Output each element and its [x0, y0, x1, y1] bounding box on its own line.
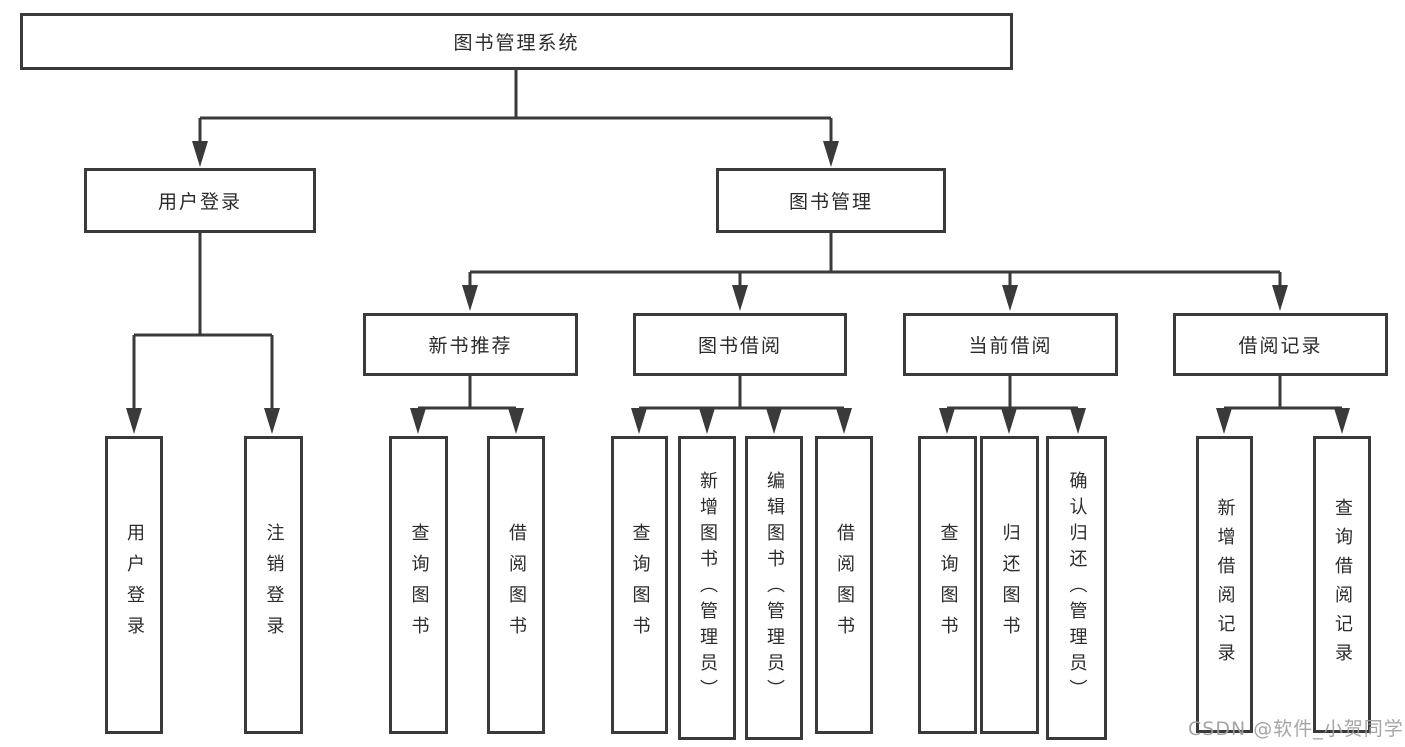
connector-new-book-recommend-to-leaves [410, 376, 524, 434]
connector-current-borrow-to-leaves [939, 376, 1086, 434]
leaf-query-books-recommend: 查询图书 [389, 436, 448, 734]
leaf-confirm-return-admin-label: 确认归还（管理员） [1066, 471, 1088, 705]
leaf-add-book-admin-label: 新增图书（管理员） [697, 471, 718, 705]
connector-book-management-to-level3 [462, 233, 1288, 311]
leaf-edit-book-admin: 编辑图书（管理员） [745, 436, 803, 740]
connector-user-login-to-leaves [126, 233, 280, 434]
connector-root-to-level2 [192, 70, 839, 167]
leaf-add-borrow-record: 新增借阅记录 [1196, 436, 1253, 733]
leaf-return-book-label: 归还图书 [999, 523, 1021, 647]
node-book-management-label: 图书管理 [788, 191, 873, 213]
leaf-edit-book-admin-label: 编辑图书（管理员） [764, 471, 785, 705]
leaf-borrow-book-label: 借阅图书 [834, 523, 855, 647]
node-book-management: 图书管理 [716, 168, 946, 233]
root-node-library-management-system: 图书管理系统 [20, 13, 1013, 70]
leaf-query-borrow-record-label: 查询借阅记录 [1332, 497, 1353, 672]
leaf-logout: 注销登录 [244, 436, 303, 734]
leaf-return-book: 归还图书 [980, 436, 1039, 734]
leaf-confirm-return-admin: 确认归还（管理员） [1046, 436, 1107, 740]
node-user-login-label: 用户登录 [157, 191, 242, 213]
node-book-borrow: 图书借阅 [633, 313, 847, 376]
node-current-borrow-label: 当前借阅 [968, 335, 1053, 357]
leaf-query-books-current-label: 查询图书 [937, 523, 959, 647]
node-borrow-records-label: 借阅记录 [1238, 335, 1323, 357]
node-user-login: 用户登录 [84, 168, 316, 233]
csdn-watermark: CSDN @软件_小贺同学 [1188, 718, 1404, 740]
leaf-query-books-borrow: 查询图书 [611, 436, 668, 734]
leaf-query-books-current: 查询图书 [918, 436, 977, 734]
leaf-user-login-label: 用户登录 [124, 523, 145, 647]
leaf-logout-label: 注销登录 [263, 523, 285, 647]
node-new-book-recommend: 新书推荐 [363, 313, 578, 376]
connector-book-borrow-to-leaves [631, 376, 852, 434]
leaf-add-borrow-record-label: 新增借阅记录 [1214, 497, 1236, 672]
leaf-borrow-book: 借阅图书 [815, 436, 873, 734]
leaf-query-borrow-record: 查询借阅记录 [1313, 436, 1371, 733]
leaf-user-login: 用户登录 [105, 436, 163, 734]
leaf-add-book-admin: 新增图书（管理员） [678, 436, 736, 740]
leaf-borrow-books-recommend-label: 借阅图书 [506, 523, 527, 647]
node-new-book-recommend-label: 新书推荐 [428, 335, 513, 357]
connector-borrow-records-to-leaves [1216, 376, 1350, 434]
leaf-query-books-borrow-label: 查询图书 [629, 523, 651, 647]
root-node-label: 图书管理系统 [453, 32, 580, 54]
node-book-borrow-label: 图书借阅 [697, 335, 782, 357]
node-borrow-records: 借阅记录 [1173, 313, 1388, 376]
node-current-borrow: 当前借阅 [903, 313, 1118, 376]
leaf-borrow-books-recommend: 借阅图书 [487, 436, 545, 734]
leaf-query-books-recommend-label: 查询图书 [408, 523, 430, 647]
